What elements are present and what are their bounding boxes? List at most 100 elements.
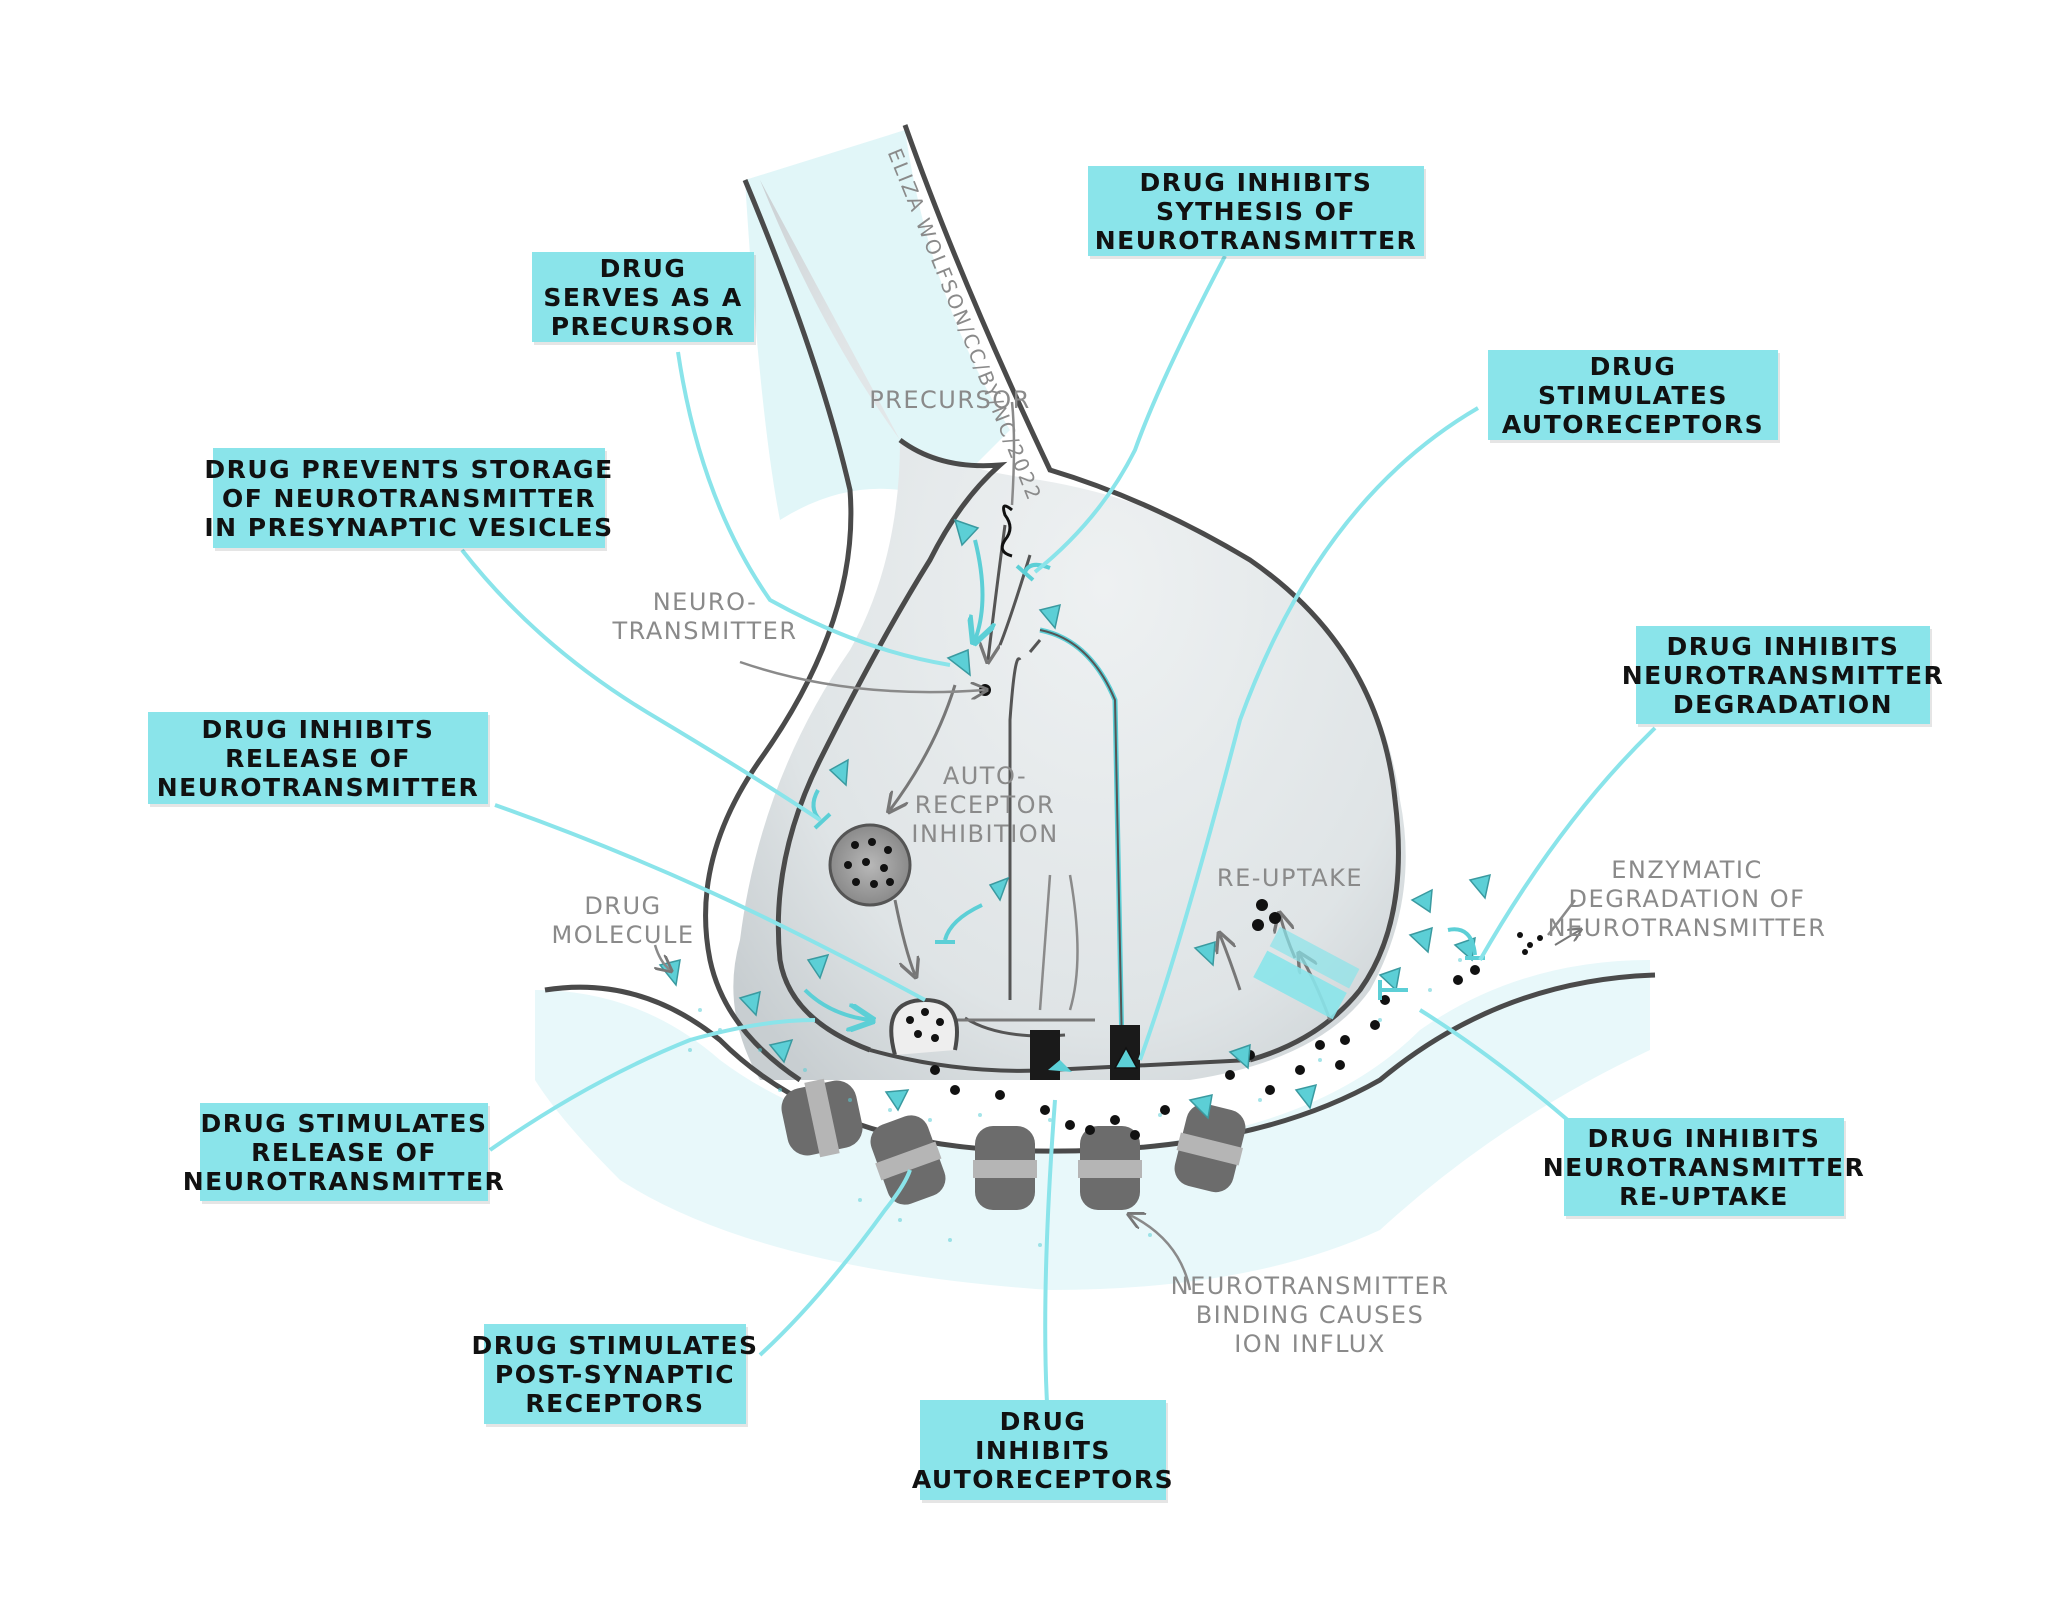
box-line: DEGRADATION — [1672, 689, 1894, 719]
precursor-icon — [1000, 504, 1013, 558]
triangle-drug-icon — [1188, 1094, 1213, 1120]
box-line: STIMULATES — [1537, 380, 1728, 410]
label-line: NEUROTRANSMITTER — [1547, 914, 1827, 942]
postsynaptic-receptor-icon — [1078, 1126, 1142, 1210]
box-stimulates-postsynaptic: DRUG STIMULATES POST-SYNAPTIC RECEPTORS — [471, 1324, 757, 1424]
box-inhibits-reuptake: DRUG INHIBITS NEUROTRANSMITTER RE-UPTAKE — [1543, 1118, 1864, 1216]
triangle-drug-icon — [988, 876, 1010, 902]
box-inhibits-autoreceptors: DRUG INHIBITS AUTORECEPTORS — [912, 1400, 1173, 1500]
label-drug-molecule: DRUG MOLECULE — [548, 892, 698, 950]
triangle-drug-icon — [953, 518, 980, 547]
triangle-drug-icon — [946, 648, 971, 677]
label-ion-influx: NEUROTRANSMITTER BINDING CAUSES ION INFL… — [1160, 1272, 1460, 1359]
box-line: SERVES AS A — [543, 282, 743, 312]
synaptic-cleft-wash — [535, 960, 1650, 1290]
postsynaptic-membrane — [544, 972, 1656, 1154]
box-line: DRUG INHIBITS — [1587, 1123, 1821, 1153]
box-inhibits-synthesis: DRUG INHIBITS SYTHESIS OF NEUROTRANSMITT… — [1088, 166, 1424, 256]
triangle-drug-icon — [884, 1089, 910, 1112]
label-line: RECEPTOR — [914, 791, 1056, 819]
neurotransmitter-dots — [930, 684, 1543, 1140]
triangle-drug-icon — [1193, 940, 1216, 967]
inhibitor-markers — [803, 562, 1485, 1020]
box-line: NEUROTRANSMITTER — [1542, 1152, 1866, 1182]
degradation-arrow — [1554, 930, 1580, 946]
label-line: ENZYMATIC — [1611, 856, 1763, 884]
box-line: DRUG — [1589, 351, 1677, 381]
triangle-drug-icon — [1038, 603, 1061, 630]
presynaptic-membrane-right — [902, 124, 1401, 1063]
label-line: NEUROTRANSMITTER — [1170, 1272, 1450, 1300]
box-inhibits-release: DRUG INHIBITS RELEASE OF NEUROTRANSMITTE… — [148, 712, 488, 804]
label-line: ION INFLUX — [1234, 1330, 1386, 1358]
box-prevents-storage: DRUG PREVENTS STORAGE OF NEUROTRANSMITTE… — [204, 448, 612, 548]
axon-wash — [745, 130, 1010, 520]
box-line: NEUROTRANSMITTER — [1094, 225, 1418, 255]
autoreceptor-icon — [1110, 1025, 1140, 1080]
label-reuptake: RE-UPTAKE — [1210, 864, 1370, 893]
triangle-drug-icon — [806, 953, 830, 980]
box-line: INHIBITS — [975, 1435, 1111, 1465]
box-line: NEUROTRANSMITTER — [182, 1166, 506, 1196]
triangle-drug-icon — [1294, 1083, 1318, 1110]
box-stimulates-release: DRUG STIMULATES RELEASE OF NEUROTRANSMIT… — [183, 1103, 504, 1201]
triangle-drug-icon — [738, 990, 761, 1017]
box-line: AUTORECEPTORS — [911, 1464, 1175, 1494]
autoreceptor-icon — [1030, 1030, 1072, 1080]
label-neurotransmitter: NEURO- TRANSMITTER — [610, 588, 800, 646]
box-line: DRUG INHIBITS — [201, 714, 435, 744]
label-line: AUTO- — [942, 762, 1028, 790]
box-line: DRUG INHIBITS — [1139, 167, 1373, 197]
box-line: RE-UPTAKE — [1619, 1181, 1789, 1211]
triangle-drug-icon — [1410, 888, 1433, 914]
box-line: IN PRESYNAPTIC VESICLES — [204, 512, 614, 542]
box-line: DRUG INHIBITS — [1666, 631, 1900, 661]
label-autoreceptor-inhibition: AUTO- RECEPTOR INHIBITION — [900, 762, 1070, 849]
presynaptic-outer-membrane-left — [703, 179, 854, 1083]
postsynaptic-receptor-icon — [973, 1126, 1037, 1210]
label-line: INHIBITION — [911, 820, 1059, 848]
box-line: RELEASE OF — [225, 743, 411, 773]
leader-lines — [460, 255, 1657, 1421]
box-line: DRUG — [999, 1406, 1087, 1436]
triangle-drug-icon — [1408, 926, 1433, 954]
label-precursor: PRECURSOR — [860, 386, 1040, 415]
box-inhibits-degradation: DRUG INHIBITS NEUROTRANSMITTER DEGRADATI… — [1622, 626, 1943, 724]
box-line: NEUROTRANSMITTER — [156, 772, 480, 802]
label-line: MOLECULE — [551, 921, 695, 949]
box-line: PRECURSOR — [550, 311, 736, 341]
box-line: NEUROTRANSMITTER — [1621, 660, 1945, 690]
label-line: RE-UPTAKE — [1216, 864, 1364, 892]
triangle-drug-icon — [1468, 873, 1491, 900]
label-line: NEURO- — [652, 588, 758, 616]
vesicle-icon — [828, 823, 912, 907]
label-line: PRECURSOR — [869, 386, 1031, 414]
annotation-pointers — [655, 401, 1576, 1291]
label-line: DRUG — [584, 892, 662, 920]
box-line: AUTORECEPTORS — [1501, 409, 1765, 439]
box-line: SYTHESIS OF — [1155, 196, 1356, 226]
label-line: DEGRADATION OF — [1568, 885, 1806, 913]
autoreceptors — [1030, 1025, 1140, 1080]
reuptake-transporter-icon — [1253, 926, 1360, 1020]
label-line: BINDING CAUSES — [1195, 1301, 1425, 1329]
triangle-drug-icon — [768, 1038, 794, 1064]
label-enzymatic-degradation: ENZYMATIC DEGRADATION OF NEUROTRANSMITTE… — [1546, 856, 1828, 943]
box-stimulates-autoreceptors: DRUG STIMULATES AUTORECEPTORS — [1488, 350, 1778, 440]
box-line: DRUG PREVENTS STORAGE — [204, 454, 614, 484]
drug-molecules — [658, 518, 1491, 1120]
box-line: POST-SYNAPTIC — [494, 1359, 736, 1389]
box-line: DRUG STIMULATES — [200, 1108, 488, 1138]
presynaptic-inner-membrane-left — [775, 437, 1008, 1053]
box-line: DRUG STIMULATES — [471, 1330, 759, 1360]
triangle-drug-icon — [1228, 1043, 1251, 1070]
label-line: TRANSMITTER — [612, 617, 798, 645]
triangle-drug-icon — [1378, 966, 1401, 992]
docked-vesicle-icon — [889, 997, 959, 1056]
box-line: DRUG — [599, 253, 687, 283]
cleft-speckle — [688, 958, 1462, 1247]
box-line: RELEASE OF — [251, 1137, 437, 1167]
postsynaptic-receptor-icon — [870, 1115, 946, 1205]
postsynaptic-receptors — [781, 1078, 1246, 1210]
